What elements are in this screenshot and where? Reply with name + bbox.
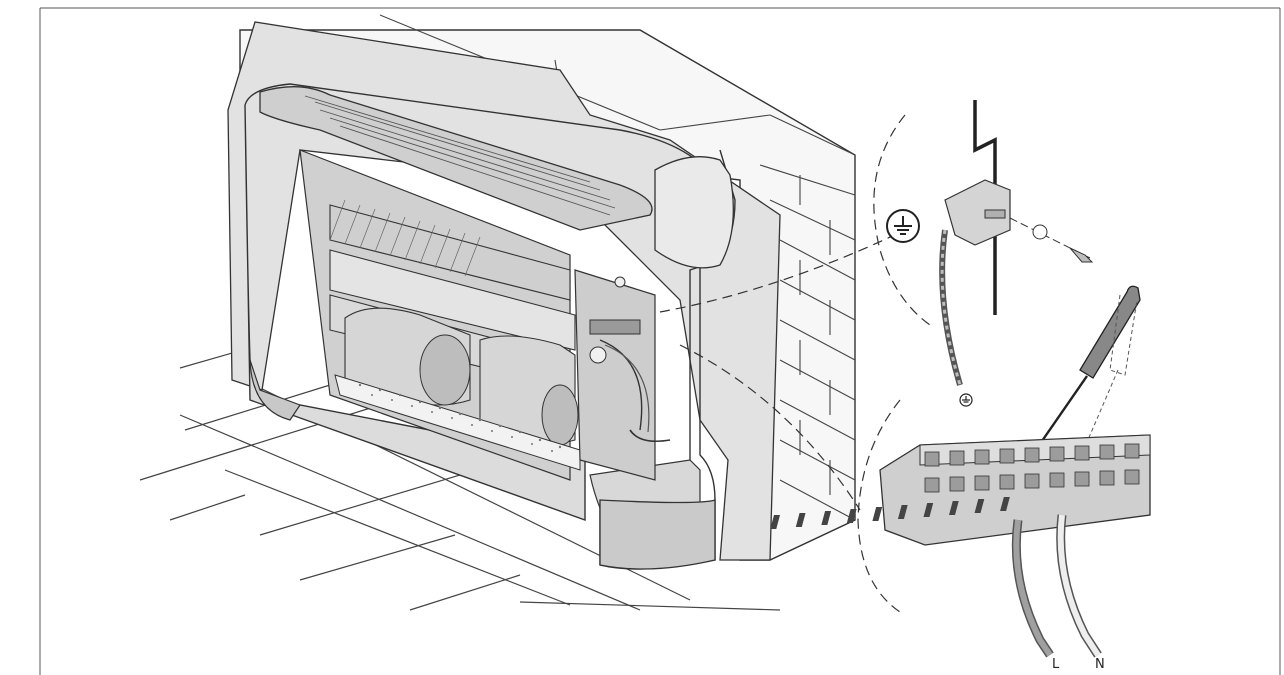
earth-ground-icon [886,209,920,243]
neutral-label: N [1095,657,1105,672]
callout-lines [659,114,931,613]
drain-tray [334,374,581,471]
ground-bracket [944,100,1094,315]
earth-wire [939,229,963,386]
earth-terminal-icon [959,393,973,407]
frame-border [39,7,1281,675]
backing-sheet [227,21,781,561]
terminal-block [770,434,1151,546]
line-label: L [1052,657,1060,672]
electrical-box [574,269,671,481]
blower-fans [344,307,579,446]
supply-cables [1011,514,1102,658]
